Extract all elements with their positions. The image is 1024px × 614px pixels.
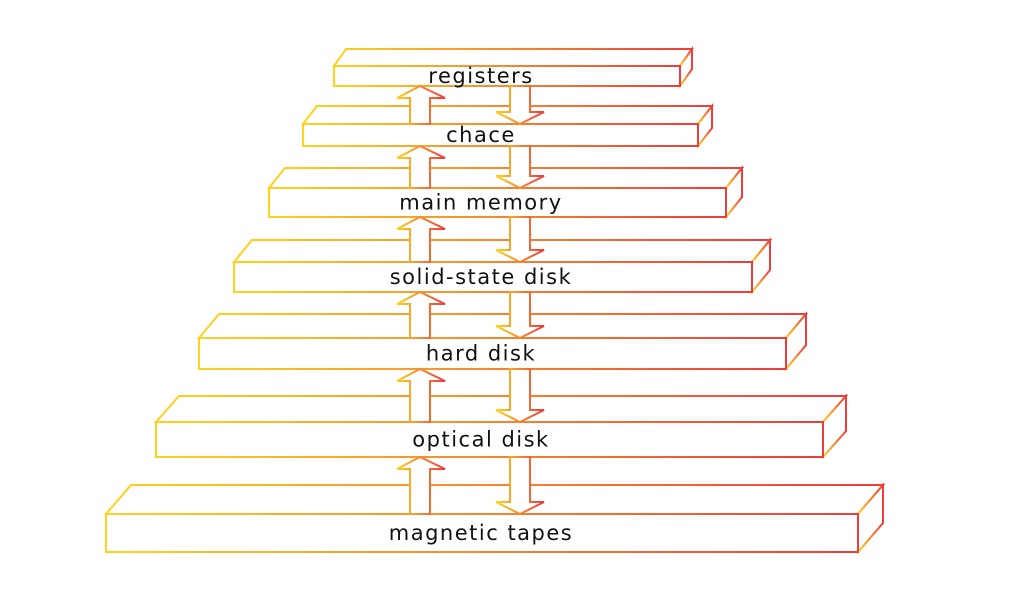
arrow-down-icon — [495, 216, 545, 264]
box-front-face — [268, 187, 727, 218]
level-label: main memory — [399, 191, 562, 215]
level-box-registers: registers — [332, 45, 694, 90]
level-label: solid-state disk — [390, 265, 573, 289]
level-box-solid-state-disk: solid-state disk — [231, 237, 773, 295]
level-label: magnetic tapes — [389, 521, 573, 545]
level-box-hard-disk: hard disk — [196, 311, 809, 372]
arrow-down-icon — [495, 368, 545, 424]
arrow-down-icon — [495, 456, 545, 516]
arrow-up-icon — [396, 290, 446, 339]
box-front-face — [233, 261, 753, 293]
level-box-chace: chace — [300, 103, 715, 149]
box-front-face — [155, 421, 824, 458]
level-label: registers — [428, 64, 533, 88]
box-top-face — [103, 484, 886, 515]
box-front-face — [302, 123, 699, 147]
level-label: optical disk — [412, 428, 549, 452]
box-front-face — [198, 337, 787, 370]
level-box-magnetic-tapes: magnetic tapes — [103, 482, 886, 555]
arrow-up-icon — [396, 215, 446, 263]
arrow-down-icon — [495, 291, 545, 340]
level-box-optical-disk: optical disk — [153, 393, 849, 460]
box-front-face — [105, 513, 859, 553]
arrow-down-icon — [495, 85, 545, 126]
level-label: chace — [446, 123, 516, 147]
arrow-up-icon — [396, 455, 446, 515]
arrow-down-icon — [495, 145, 545, 190]
arrow-up-icon — [396, 144, 446, 189]
arrow-up-icon — [396, 367, 446, 423]
level-label: hard disk — [426, 342, 536, 366]
arrow-up-icon — [396, 84, 446, 125]
level-box-main-memory: main memory — [266, 165, 745, 220]
box-front-face — [333, 65, 681, 87]
